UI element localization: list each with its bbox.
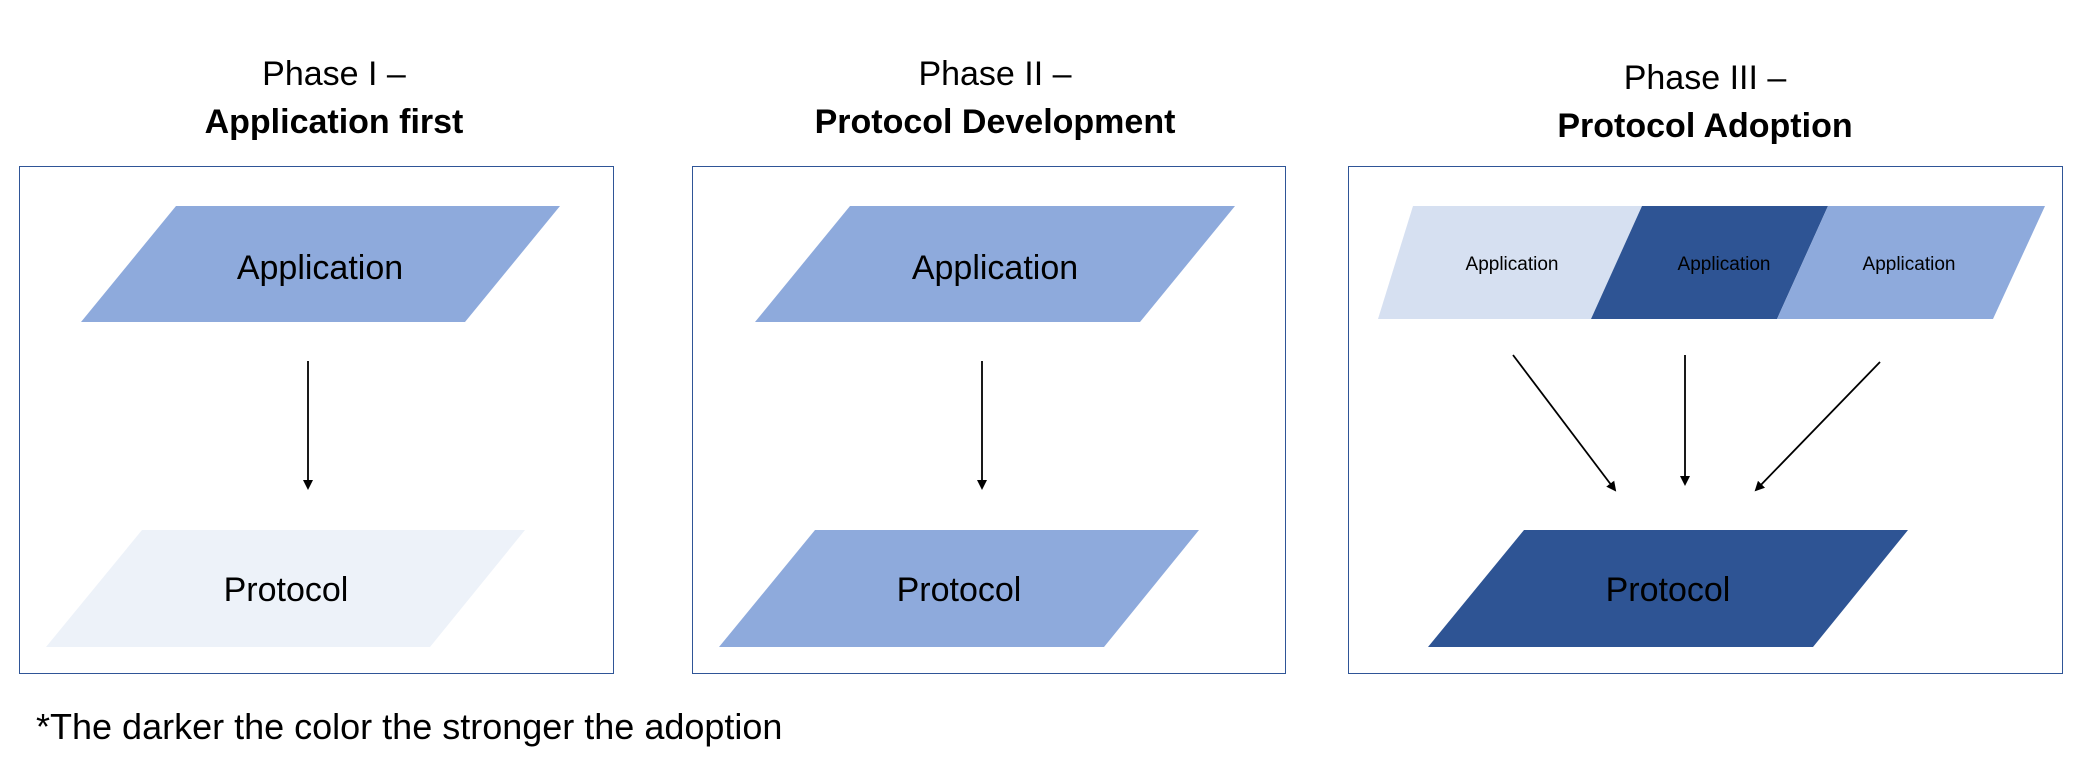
- phase-3-application-3-label: Application: [1863, 254, 1956, 275]
- phase-3-title-line2: Protocol Adoption: [1557, 107, 1853, 145]
- phase-2-protocol-shape: [719, 530, 1199, 647]
- phase-1-protocol-label: Protocol: [224, 571, 349, 609]
- phase-2-title: Phase II – Protocol Development: [695, 50, 1295, 146]
- phase-2-title-line1: Phase II –: [918, 55, 1072, 93]
- phase-2-application-shape: [755, 206, 1235, 322]
- phase-1-application-shape: [81, 206, 560, 322]
- phase-3-arrow-right: [1754, 361, 1881, 492]
- phase-1-title-line2: Application first: [204, 103, 464, 141]
- phase-3-title-line1: Phase III –: [1623, 59, 1787, 97]
- phase-3-application-1-label: Application: [1466, 254, 1559, 275]
- phase-3-application-3-shape: [1777, 206, 2045, 319]
- phase-2-application-label: Application: [912, 249, 1078, 287]
- phase-1-title-line1: Phase I –: [262, 55, 406, 93]
- phase-3-application-2-shape: [1591, 206, 1828, 319]
- phase-1-title: Phase I – Application first: [34, 50, 634, 146]
- phase-3-arrow-left: [1512, 354, 1617, 492]
- phase-3-protocol-label: Protocol: [1606, 571, 1731, 609]
- phase-3-title: Phase III – Protocol Adoption: [1405, 54, 2005, 150]
- phase-1-application-label: Application: [237, 249, 403, 287]
- phase-3-protocol-shape: [1428, 530, 1908, 647]
- phase-3-application-1-shape: [1378, 206, 1642, 319]
- phase-2-protocol-label: Protocol: [897, 571, 1022, 609]
- phase-1-protocol-shape: [46, 530, 525, 647]
- phase-2-title-line2: Protocol Development: [814, 103, 1176, 141]
- footnote: *The darker the color the stronger the a…: [36, 706, 783, 747]
- phase-3-application-2-label: Application: [1678, 254, 1771, 275]
